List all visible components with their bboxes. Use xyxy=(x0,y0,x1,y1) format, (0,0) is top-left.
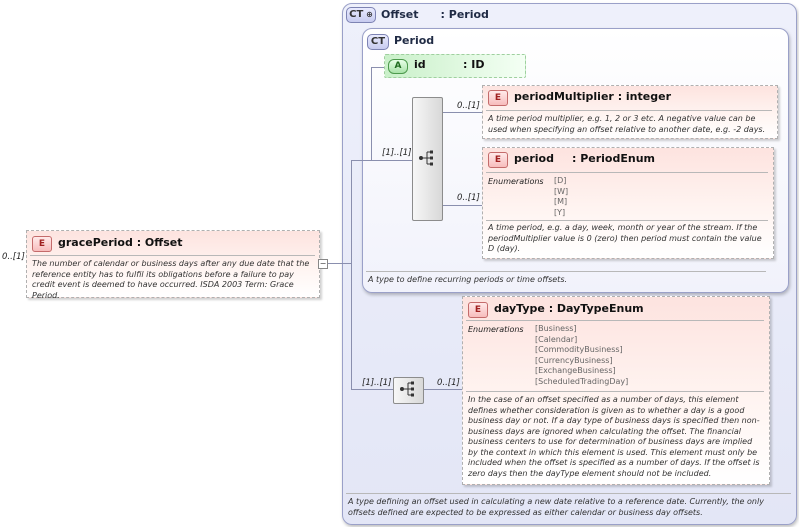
divider xyxy=(30,255,315,256)
divider xyxy=(486,220,768,221)
divider xyxy=(486,172,768,173)
offset-type-description: A type defining an offset used in calcul… xyxy=(348,497,764,517)
attribute-badge: A xyxy=(388,59,408,74)
enum-value: [Business] xyxy=(535,324,577,333)
periodmultiplier-name: periodMultiplier : integer xyxy=(514,90,671,103)
enum-value: [Calendar] xyxy=(535,334,578,344)
root-cardinality: 0..[1] xyxy=(2,252,25,262)
enum-value: [Y] xyxy=(554,207,566,217)
enum-value: [CommodityBusiness] xyxy=(535,345,623,355)
connector xyxy=(441,205,483,206)
element-badge: E xyxy=(468,302,488,318)
element-badge: E xyxy=(488,90,508,106)
id-attribute-type: : ID xyxy=(463,58,485,71)
connector xyxy=(351,160,412,161)
daytype-sequence-cardinality: [1]..[1] xyxy=(362,378,392,388)
connector xyxy=(422,389,463,390)
daytype-element[interactable] xyxy=(462,296,770,485)
periodmultiplier-element[interactable] xyxy=(482,85,778,139)
daytype-name: dayType : DayTypeEnum xyxy=(494,302,644,315)
daytype-enum-label: Enumerations xyxy=(468,325,524,334)
period-description: A time period, e.g. a day, week, month o… xyxy=(488,223,762,253)
connector xyxy=(371,67,372,160)
enum-value: [W] xyxy=(554,186,569,196)
collapse-toggle-icon[interactable]: − xyxy=(318,259,328,269)
period-sequence-compositor[interactable] xyxy=(412,97,443,221)
enum-value: [D] xyxy=(554,176,567,185)
daytype-description: In the case of an offset specified as a … xyxy=(468,395,760,478)
enum-value: [CurrencyBusiness] xyxy=(535,355,613,365)
offset-vertical-connector xyxy=(351,160,352,390)
enum-value: [ScheduledTradingDay] xyxy=(535,376,629,386)
period-type-title: Period xyxy=(394,34,435,47)
period-enum-label: Enumerations xyxy=(488,177,544,186)
root-to-offset-connector xyxy=(319,263,352,264)
enum-value: [M] xyxy=(554,197,568,207)
periodmultiplier-description: A time period multiplier, e.g. 1, 2 or 3… xyxy=(488,114,766,134)
periodmultiplier-cardinality: 0..[1] xyxy=(457,101,480,111)
period-cardinality: 0..[1] xyxy=(457,193,480,203)
divider xyxy=(466,320,764,321)
sequence-icon xyxy=(399,381,417,397)
graceperiod-description: The number of calendar or business days … xyxy=(32,259,310,300)
offset-type-title: Offset: Period xyxy=(381,8,489,21)
connector xyxy=(351,389,393,390)
period-element[interactable] xyxy=(482,147,774,259)
divider xyxy=(486,110,772,111)
element-badge: E xyxy=(32,236,52,252)
id-attribute-name: id xyxy=(414,58,426,71)
enum-value: [ExchangeBusiness] xyxy=(535,366,616,376)
complextype-badge-period: CT xyxy=(367,34,389,50)
period-name: period: PeriodEnum xyxy=(514,152,655,165)
period-type-description: A type to define recurring periods or ti… xyxy=(368,275,568,284)
element-badge: E xyxy=(488,152,508,168)
daytype-cardinality: 0..[1] xyxy=(437,378,460,388)
daytype-enum-list: [Business] [Calendar] [CommodityBusiness… xyxy=(535,324,628,388)
connector xyxy=(371,67,385,68)
divider xyxy=(466,391,764,392)
period-enum-list: [D] [W] [M] [Y] xyxy=(554,176,568,218)
divider xyxy=(346,493,791,494)
graceperiod-name: gracePeriod : Offset xyxy=(58,236,183,249)
sequence-icon xyxy=(418,150,436,166)
period-sequence-cardinality: [1]..[1] xyxy=(382,148,412,158)
complextype-badge-offset: CT ⊕ xyxy=(346,7,376,23)
divider xyxy=(366,271,766,272)
connector xyxy=(441,112,483,113)
